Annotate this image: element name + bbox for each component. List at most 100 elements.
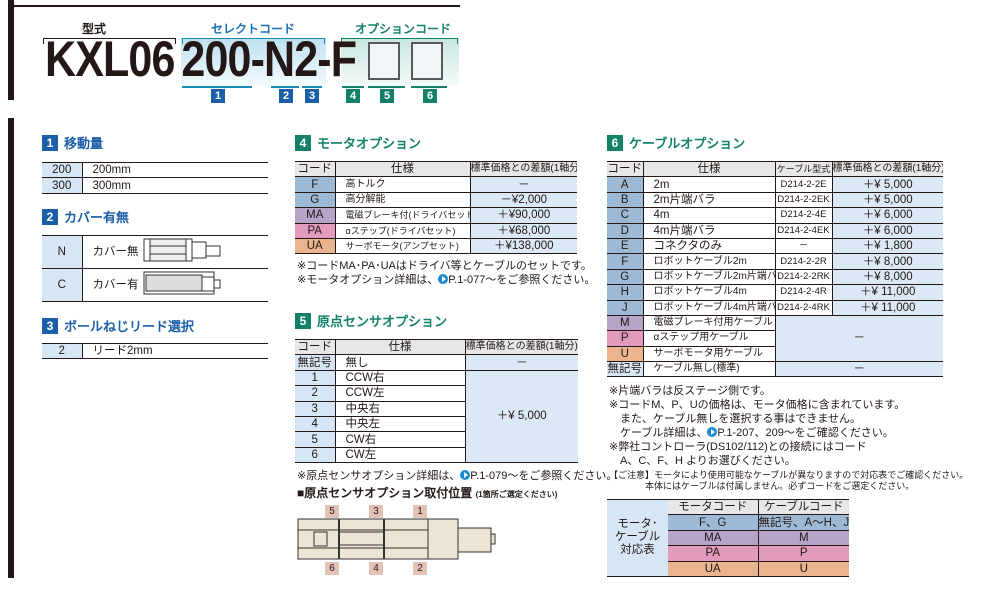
cable-model-cell: D214-2-2RK <box>774 268 832 286</box>
section-cover: 2 カバー有無 <box>42 207 129 226</box>
model-code: KXL06 <box>45 31 175 87</box>
section-title: 原点センサオプション <box>317 314 448 329</box>
code-cell: F <box>295 176 335 193</box>
code-cell: D <box>607 222 643 239</box>
model-label: 型式 <box>82 22 107 36</box>
code-cell: MA <box>295 207 335 224</box>
price-cell: － <box>469 176 577 193</box>
code-cell: 無記号 <box>295 354 335 371</box>
code-cell: 2 <box>295 385 335 402</box>
position-tag: 1 <box>413 505 427 518</box>
spec-cell: ロボットケーブル4m <box>642 284 775 301</box>
column-header: 標準価格との差額(1軸分) <box>469 160 577 178</box>
price-cell: － <box>774 361 943 378</box>
underline <box>182 86 252 88</box>
page-ref-link[interactable]: P.1-079～をご参照ください。 <box>470 470 618 482</box>
badge-4: 4 <box>346 89 360 103</box>
motor-code-cell: UA <box>668 560 758 577</box>
cable-model-cell: D214-2-4RK <box>774 299 832 316</box>
section-title: ボールねじリード選択 <box>64 319 195 334</box>
section-number: 6 <box>607 134 623 151</box>
cable-code-cell: M <box>757 529 849 547</box>
option-slot-6 <box>411 42 443 80</box>
code-cell: 1 <box>295 369 335 387</box>
option-bracket <box>341 38 458 44</box>
spec-cell: 300mm <box>81 177 268 194</box>
cable-model-cell: D214-2-2E <box>774 176 832 193</box>
cable-model-cell: D214-2-4EK <box>774 222 832 239</box>
price-cell: － <box>774 314 943 363</box>
page-ref-arrow-icon <box>460 470 471 480</box>
model-code-row: KXL06 200-N2 - F <box>45 31 357 87</box>
column-header: 標準価格との差額(1軸分) <box>831 160 943 178</box>
spec-cell: ロボットケーブル4m片端バラ <box>642 299 775 316</box>
code-cell: UA <box>295 237 335 255</box>
column-header: 仕様 <box>334 160 470 178</box>
code-cell: G <box>607 268 643 286</box>
column-header: ケーブルコード <box>757 498 849 516</box>
cable-code-cell: 無記号、A～H、J <box>757 514 849 531</box>
code-cell: A <box>607 176 643 193</box>
underline <box>302 86 322 88</box>
title-text: ■原点センサオプション取付位置 <box>297 486 473 500</box>
column-header: コード <box>295 338 335 356</box>
spec-cell: 中央左 <box>334 415 465 433</box>
section-number: 2 <box>42 208 58 225</box>
code-cell: 5 <box>295 431 335 448</box>
actuator-no-cover-image <box>142 235 268 269</box>
motor-code-cell: PA <box>668 545 758 562</box>
page-ref-link[interactable]: P.1-077～をご参照ください。 <box>448 274 596 286</box>
page-ref-link[interactable]: P.1-207、209～をご確認ください。 <box>717 427 894 439</box>
code-cell: F <box>607 253 643 270</box>
spec-cell: CW左 <box>334 446 465 464</box>
price-cell: ＋¥90,000 <box>469 207 577 224</box>
spec-cell: CW右 <box>334 431 465 448</box>
underline <box>411 86 447 88</box>
cable-model-cell: D214-2-2R <box>774 253 832 270</box>
note-text: ケーブル詳細は、 <box>620 427 708 439</box>
section-title: ケーブルオプション <box>629 136 746 151</box>
spec-cell: カバー有 <box>81 268 142 302</box>
code-cell: 3 <box>295 400 335 417</box>
select-code-label: セレクトコード <box>211 22 296 36</box>
code-cell: B <box>607 191 643 209</box>
header-row: コード仕様標準価格との差額(1軸分) <box>295 338 578 356</box>
label-line: 対応表 <box>620 544 655 557</box>
model-bracket <box>43 38 176 44</box>
price-cell: ＋¥ 5,000 <box>831 191 943 209</box>
spec-cell: 2m片端バラ <box>642 191 775 209</box>
code-cell: C <box>42 268 82 302</box>
header-row: コード仕様標準価格との差額(1軸分) <box>295 160 577 178</box>
header-row: モータ･ケーブル対応表モータコードケーブルコード <box>607 498 849 577</box>
cable-code-cell: P <box>757 545 849 562</box>
option-code-label: オプションコード <box>355 22 452 36</box>
cable-note-1: ※片端バラは反ステージ側です。 <box>609 385 771 397</box>
cable-note-5: ※弊社コントローラ(DS102/112)との接続にはコード <box>609 441 867 453</box>
section-number: 4 <box>295 134 311 151</box>
spec-cell: 2m <box>642 176 775 193</box>
select-code-bg <box>181 38 326 86</box>
code-cell: P <box>607 330 643 347</box>
price-cell: ＋¥ 8,000 <box>831 268 943 286</box>
spec-cell: サーボモータ用ケーブル <box>642 345 775 363</box>
note-text: ※モータオプション詳細は、 <box>297 274 439 286</box>
section-title: カバー有無 <box>64 210 130 225</box>
